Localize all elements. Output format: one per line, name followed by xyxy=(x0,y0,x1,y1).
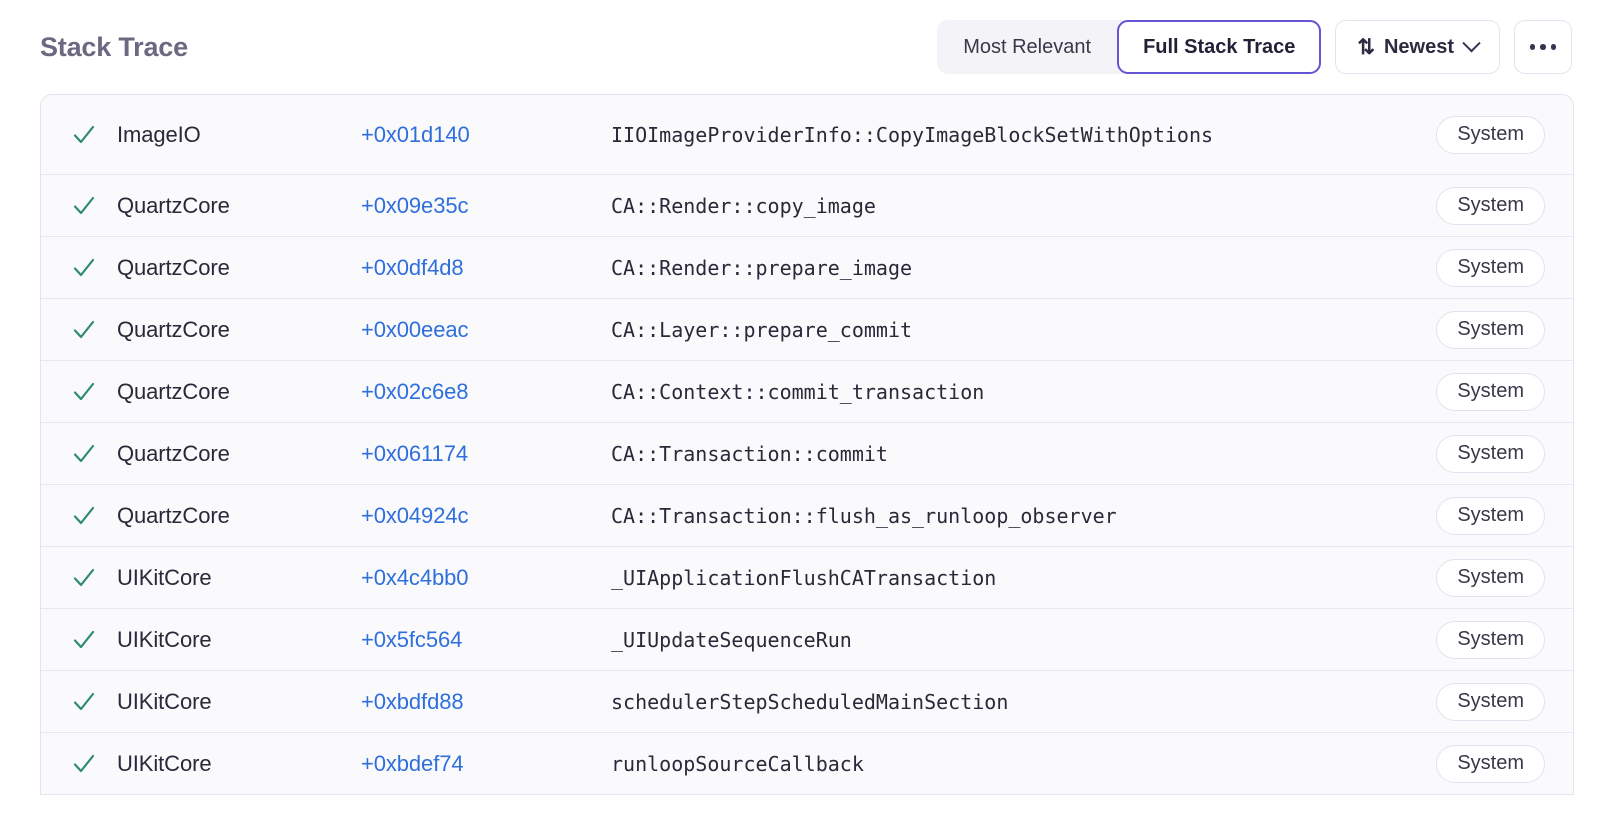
panel-header: Stack Trace Most Relevant Full Stack Tra… xyxy=(0,0,1614,94)
row-address-link[interactable]: +0x061174 xyxy=(361,440,468,466)
status-badge: System xyxy=(1436,434,1545,473)
table-row[interactable]: UIKitCore +0xbdfd88 schedulerStepSchedul… xyxy=(41,671,1573,733)
row-binary-name: UIKitCore xyxy=(117,626,212,652)
table-row[interactable]: UIKitCore +0x5fc564 _UIUpdateSequenceRun… xyxy=(41,609,1573,671)
check-icon xyxy=(67,503,101,529)
check-icon xyxy=(67,255,101,281)
table-row[interactable]: QuartzCore +0x00eeac CA::Layer::prepare_… xyxy=(41,299,1573,361)
stack-trace-mode-segmented-control[interactable]: Most Relevant Full Stack Trace xyxy=(937,20,1322,74)
check-icon xyxy=(67,193,101,219)
table-row[interactable]: QuartzCore +0x061174 CA::Transaction::co… xyxy=(41,423,1573,485)
row-symbol-name: CA::Render::copy_image xyxy=(611,193,876,218)
check-icon xyxy=(67,441,101,467)
status-badge: System xyxy=(1436,310,1545,349)
row-binary-name: UIKitCore xyxy=(117,750,212,776)
status-badge: System xyxy=(1436,186,1545,225)
row-symbol-name: CA::Transaction::flush_as_runloop_observ… xyxy=(611,503,1117,528)
check-icon xyxy=(67,379,101,405)
row-address-link[interactable]: +0x0df4d8 xyxy=(361,254,464,280)
check-icon xyxy=(67,565,101,591)
tab-most-relevant[interactable]: Most Relevant xyxy=(937,20,1117,74)
row-address-link[interactable]: +0x01d140 xyxy=(361,121,470,147)
row-badge-container: System xyxy=(1436,682,1573,721)
status-badge: System xyxy=(1436,496,1545,535)
row-address-link[interactable]: +0x5fc564 xyxy=(361,626,463,652)
status-badge: System xyxy=(1436,115,1545,154)
row-binary-name: UIKitCore xyxy=(117,564,212,590)
row-address-link[interactable]: +0xbdef74 xyxy=(361,750,464,776)
row-badge-container: System xyxy=(1436,744,1573,783)
check-icon xyxy=(67,317,101,343)
row-binary-name: ImageIO xyxy=(117,121,201,147)
row-badge-container: System xyxy=(1436,372,1573,411)
status-badge: System xyxy=(1436,620,1545,659)
row-binary-name: QuartzCore xyxy=(117,316,230,342)
row-badge-container: System xyxy=(1436,558,1573,597)
page-title: Stack Trace xyxy=(40,31,188,62)
row-badge-container: System xyxy=(1436,620,1573,659)
check-icon xyxy=(67,751,101,777)
row-symbol-name: _UIUpdateSequenceRun xyxy=(611,627,852,652)
row-badge-container: System xyxy=(1436,115,1573,154)
status-badge: System xyxy=(1436,558,1545,597)
header-controls: Most Relevant Full Stack Trace ⇅ Newest xyxy=(937,20,1572,74)
table-row[interactable]: QuartzCore +0x09e35c CA::Render::copy_im… xyxy=(41,175,1573,237)
row-address-link[interactable]: +0x4c4bb0 xyxy=(361,564,469,590)
table-row[interactable]: UIKitCore +0xbdef74 runloopSourceCallbac… xyxy=(41,733,1573,795)
row-symbol-name: CA::Layer::prepare_commit xyxy=(611,317,913,342)
status-badge: System xyxy=(1436,682,1545,721)
row-symbol-name: CA::Transaction::commit xyxy=(611,441,888,466)
row-symbol-name: CA::Render::prepare_image xyxy=(611,255,913,280)
tab-full-stack-trace[interactable]: Full Stack Trace xyxy=(1117,20,1322,74)
row-address-link[interactable]: +0x09e35c xyxy=(361,192,469,218)
status-badge: System xyxy=(1436,248,1545,287)
row-symbol-name: schedulerStepScheduledMainSection xyxy=(611,689,1009,714)
row-symbol-name: CA::Context::commit_transaction xyxy=(611,379,985,404)
table-row[interactable]: UIKitCore +0x4c4bb0 _UIApplicationFlushC… xyxy=(41,547,1573,609)
row-binary-name: QuartzCore xyxy=(117,440,230,466)
row-address-link[interactable]: +0x00eeac xyxy=(361,316,469,342)
row-address-link[interactable]: +0x02c6e8 xyxy=(361,378,469,404)
check-icon xyxy=(67,122,101,148)
more-options-button[interactable] xyxy=(1514,20,1572,74)
table-row[interactable]: ImageIO +0x01d140 IIOImageProviderInfo::… xyxy=(41,95,1573,175)
check-icon xyxy=(67,627,101,653)
row-badge-container: System xyxy=(1436,186,1573,225)
row-binary-name: QuartzCore xyxy=(117,378,230,404)
status-badge: System xyxy=(1436,744,1545,783)
row-binary-name: QuartzCore xyxy=(117,502,230,528)
row-binary-name: QuartzCore xyxy=(117,192,230,218)
row-address-link[interactable]: +0xbdfd88 xyxy=(361,688,464,714)
row-binary-name: UIKitCore xyxy=(117,688,212,714)
table-row[interactable]: QuartzCore +0x04924c CA::Transaction::fl… xyxy=(41,485,1573,547)
row-binary-name: QuartzCore xyxy=(117,254,230,280)
row-badge-container: System xyxy=(1436,434,1573,473)
row-symbol-name: runloopSourceCallback xyxy=(611,751,864,776)
row-address-link[interactable]: +0x04924c xyxy=(361,502,469,528)
chevron-down-icon xyxy=(1462,33,1481,52)
row-symbol-name: IIOImageProviderInfo::CopyImageBlockSetW… xyxy=(611,122,1214,147)
ellipsis-icon xyxy=(1529,44,1557,50)
table-row[interactable]: QuartzCore +0x0df4d8 CA::Render::prepare… xyxy=(41,237,1573,299)
status-badge: System xyxy=(1436,372,1545,411)
stack-trace-table: ImageIO +0x01d140 IIOImageProviderInfo::… xyxy=(40,94,1574,795)
sort-dropdown-label: Newest xyxy=(1383,35,1454,58)
row-badge-container: System xyxy=(1436,310,1573,349)
sort-dropdown-button[interactable]: ⇅ Newest xyxy=(1335,20,1500,74)
row-badge-container: System xyxy=(1436,248,1573,287)
row-badge-container: System xyxy=(1436,496,1573,535)
table-row[interactable]: QuartzCore +0x02c6e8 CA::Context::commit… xyxy=(41,361,1573,423)
row-symbol-name: _UIApplicationFlushCATransaction xyxy=(611,565,997,590)
sort-arrows-icon: ⇅ xyxy=(1357,35,1375,59)
check-icon xyxy=(67,689,101,715)
